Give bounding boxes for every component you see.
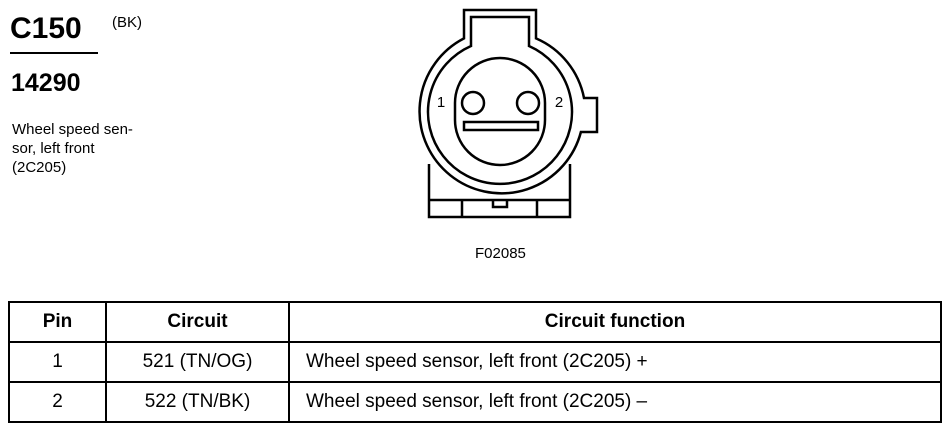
part-number: 14290 <box>11 69 81 97</box>
connector-inner-walls <box>460 200 539 217</box>
circuit-cell: 522 (TN/BK) <box>105 381 290 423</box>
description-line: sor, left front <box>12 140 95 157</box>
column-header-circuit: Circuit <box>105 301 290 343</box>
connector-id: C150 <box>10 12 82 45</box>
connector-body-lower <box>427 164 572 219</box>
table-row: 1 521 (TN/OG) Wheel speed sensor, left f… <box>8 341 942 383</box>
pin-label-2: 2 <box>555 94 563 111</box>
column-header-circuit-function: Circuit function <box>288 301 942 343</box>
description-line: Wheel speed sen- <box>12 121 133 138</box>
terminal-pin-1 <box>460 90 486 116</box>
figure-id: F02085 <box>475 245 526 262</box>
circuit-function-cell: Wheel speed sensor, left front (2C205) – <box>288 381 942 423</box>
connector-housing-inner <box>426 15 574 186</box>
terminal-cavity-outline <box>453 56 547 167</box>
pin-label-1: 1 <box>437 94 445 111</box>
description-line: (2C205) <box>12 159 67 176</box>
connector-color-code: (BK) <box>112 14 142 31</box>
connector-face-diagram: 1 2 <box>418 8 599 219</box>
connector-description: Wheel speed sen- sor, left front (2C205) <box>12 120 172 177</box>
connector-latch-tab <box>491 200 509 209</box>
column-header-pin: Pin <box>8 301 107 343</box>
pin-cell: 2 <box>8 381 107 423</box>
terminal-pin-2 <box>515 90 541 116</box>
pin-cell: 1 <box>8 341 107 383</box>
circuit-function-cell: Wheel speed sensor, left front (2C205) + <box>288 341 942 383</box>
keying-bar <box>462 120 540 132</box>
circuit-cell: 521 (TN/OG) <box>105 341 290 383</box>
table-row: 2 522 (TN/BK) Wheel speed sensor, left f… <box>8 381 942 423</box>
table-header-row: Pin Circuit Circuit function <box>8 301 942 343</box>
connector-id-underline <box>10 52 98 54</box>
pin-table: Pin Circuit Circuit function 1 521 (TN/O… <box>8 301 942 423</box>
